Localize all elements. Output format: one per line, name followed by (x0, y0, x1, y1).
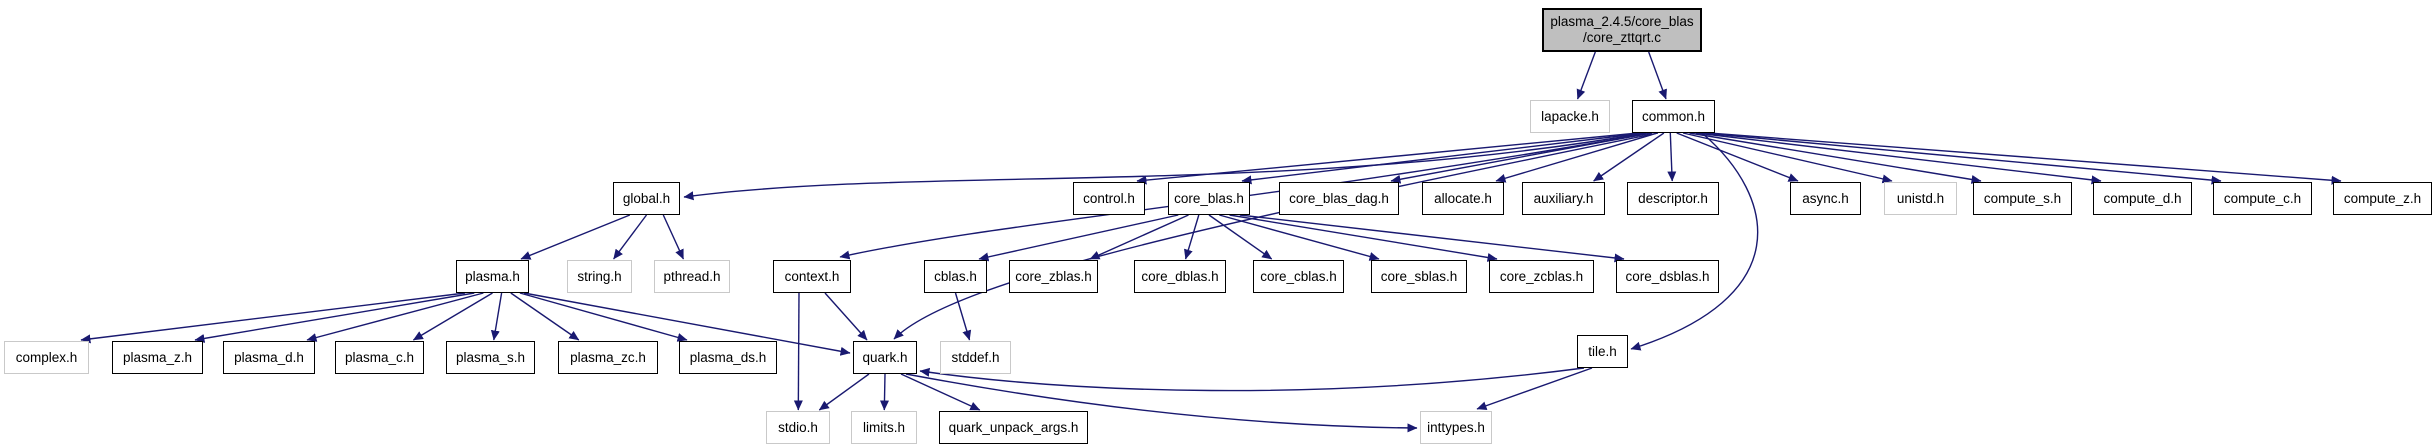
edge-core-blas-h->core-zblas-h (1089, 214, 1189, 260)
edge-plasma-h->quark-h (523, 292, 851, 356)
node-compute-z-h[interactable]: compute_z.h (2333, 182, 2432, 215)
node-plasma-ds-h[interactable]: plasma_ds.h (679, 341, 777, 374)
node-quark-unpack-args-h[interactable]: quark_unpack_args.h (939, 411, 1088, 444)
edge-plasma-h->plasma-zc-h (510, 292, 580, 341)
edge-common-h->descriptor-h (1667, 132, 1677, 182)
node-plasma-c-h[interactable]: plasma_c.h (335, 341, 424, 374)
edge-common-h->tile-h (1630, 132, 1759, 351)
node-root: plasma_2.4.5/core_blas /core_zttqrt.c (1542, 8, 1702, 52)
edge-core-blas-h->core-zcblas-h (1229, 214, 1498, 262)
node-unistd-h: unistd.h (1884, 182, 1957, 215)
node-core-cblas-h[interactable]: core_cblas.h (1253, 260, 1344, 293)
edge-quark-h->inttypes-h (905, 373, 1418, 433)
edge-tile-h->quark-h (919, 367, 1585, 392)
edge-plasma-h->plasma-c-h (412, 292, 493, 341)
edge-context-h->stdio-h (793, 292, 803, 411)
edge-common-h->global-h (683, 132, 1647, 201)
node-plasma-zc-h[interactable]: plasma_zc.h (558, 341, 658, 374)
edge-plasma-h->complex-h (80, 292, 466, 344)
edge-context-h->quark-h (824, 292, 868, 341)
edge-common-h->compute-c-h (1702, 132, 2222, 185)
node-compute-s-h[interactable]: compute_s.h (1973, 182, 2072, 215)
edge-quark-h->quark-unpack-args-h (900, 373, 981, 411)
node-context-h[interactable]: context.h (773, 260, 851, 293)
edge-global-h->string-h (613, 214, 648, 260)
node-core-zblas-h[interactable]: core_zblas.h (1009, 260, 1098, 293)
edge-common-h->core-blas-h (1241, 132, 1645, 185)
node-plasma-z-h[interactable]: plasma_z.h (112, 341, 203, 374)
edge-plasma-h->plasma-d-h (306, 292, 484, 342)
edge-root->lapacke-h (1576, 51, 1596, 100)
edge-core-blas-h->core-cblas-h (1208, 214, 1273, 260)
node-core-dblas-h[interactable]: core_dblas.h (1134, 260, 1226, 293)
edge-plasma-h->plasma-z-h (194, 292, 475, 343)
node-quark-h[interactable]: quark.h (853, 341, 917, 374)
edge-common-h->auxiliary-h (1593, 132, 1665, 182)
node-async-h[interactable]: async.h (1790, 182, 1861, 215)
edge-root->common-h (1648, 51, 1667, 100)
node-plasma-s-h[interactable]: plasma_s.h (446, 341, 535, 374)
edge-common-h->context-h (839, 132, 1653, 260)
edge-plasma-h->plasma-ds-h (519, 292, 688, 342)
edge-common-h->compute-s-h (1689, 132, 1982, 184)
edge-core-blas-h->core-dblas-h (1184, 214, 1200, 260)
edge-common-h->core-blas-dag-h (1390, 132, 1652, 184)
node-stdio-h: stdio.h (766, 411, 830, 444)
edge-global-h->plasma-h (520, 214, 631, 260)
edge-quark-h->limits-h (879, 373, 889, 411)
node-plasma-d-h[interactable]: plasma_d.h (223, 341, 315, 374)
node-core-dsblas-h[interactable]: core_dsblas.h (1616, 260, 1719, 293)
node-pthread-h: pthread.h (654, 260, 730, 293)
node-plasma-h[interactable]: plasma.h (456, 260, 529, 293)
edge-common-h->compute-z-h (1708, 132, 2342, 185)
node-core-blas-h[interactable]: core_blas.h (1168, 182, 1250, 215)
node-core-blas-dag-h[interactable]: core_blas_dag.h (1279, 182, 1399, 215)
node-global-h[interactable]: global.h (613, 182, 680, 215)
edge-global-h->pthread-h (662, 214, 685, 260)
node-tile-h[interactable]: tile.h (1577, 335, 1628, 368)
node-core-zcblas-h[interactable]: core_zcblas.h (1489, 260, 1594, 293)
edge-common-h->control-h (1136, 132, 1639, 185)
node-lapacke-h: lapacke.h (1530, 100, 1610, 133)
node-allocate-h[interactable]: allocate.h (1422, 182, 1504, 215)
node-descriptor-h[interactable]: descriptor.h (1627, 182, 1719, 215)
node-core-sblas-h[interactable]: core_sblas.h (1371, 260, 1467, 293)
edge-common-h->allocate-h (1495, 132, 1658, 183)
node-common-h[interactable]: common.h (1632, 100, 1715, 133)
node-complex-h: complex.h (4, 341, 89, 374)
node-string-h: string.h (567, 260, 632, 293)
edge-core-blas-h->cblas-h (978, 214, 1179, 262)
edge-core-blas-h->core-sblas-h (1219, 214, 1380, 261)
node-compute-d-h[interactable]: compute_d.h (2093, 182, 2192, 215)
node-stddef-h: stddef.h (940, 341, 1011, 374)
node-inttypes-h: inttypes.h (1420, 411, 1492, 444)
edge-common-h->compute-d-h (1695, 132, 2102, 185)
edge-common-h->unistd-h (1682, 132, 1893, 184)
edge-plasma-h->plasma-s-h (490, 292, 503, 341)
node-auxiliary-h[interactable]: auxiliary.h (1522, 182, 1605, 215)
node-compute-c-h[interactable]: compute_c.h (2213, 182, 2312, 215)
node-cblas-h[interactable]: cblas.h (924, 260, 987, 293)
edge-core-blas-h->core-dsblas-h (1239, 214, 1625, 263)
edge-common-h->quark-h (893, 132, 1659, 340)
edge-cblas-h->stddef-h (954, 292, 972, 341)
node-limits-h: limits.h (851, 411, 917, 444)
edge-common-h->async-h (1676, 132, 1799, 182)
node-control-h[interactable]: control.h (1073, 182, 1145, 215)
edge-quark-h->stdio-h (818, 373, 870, 411)
edge-tile-h->inttypes-h (1476, 367, 1593, 411)
